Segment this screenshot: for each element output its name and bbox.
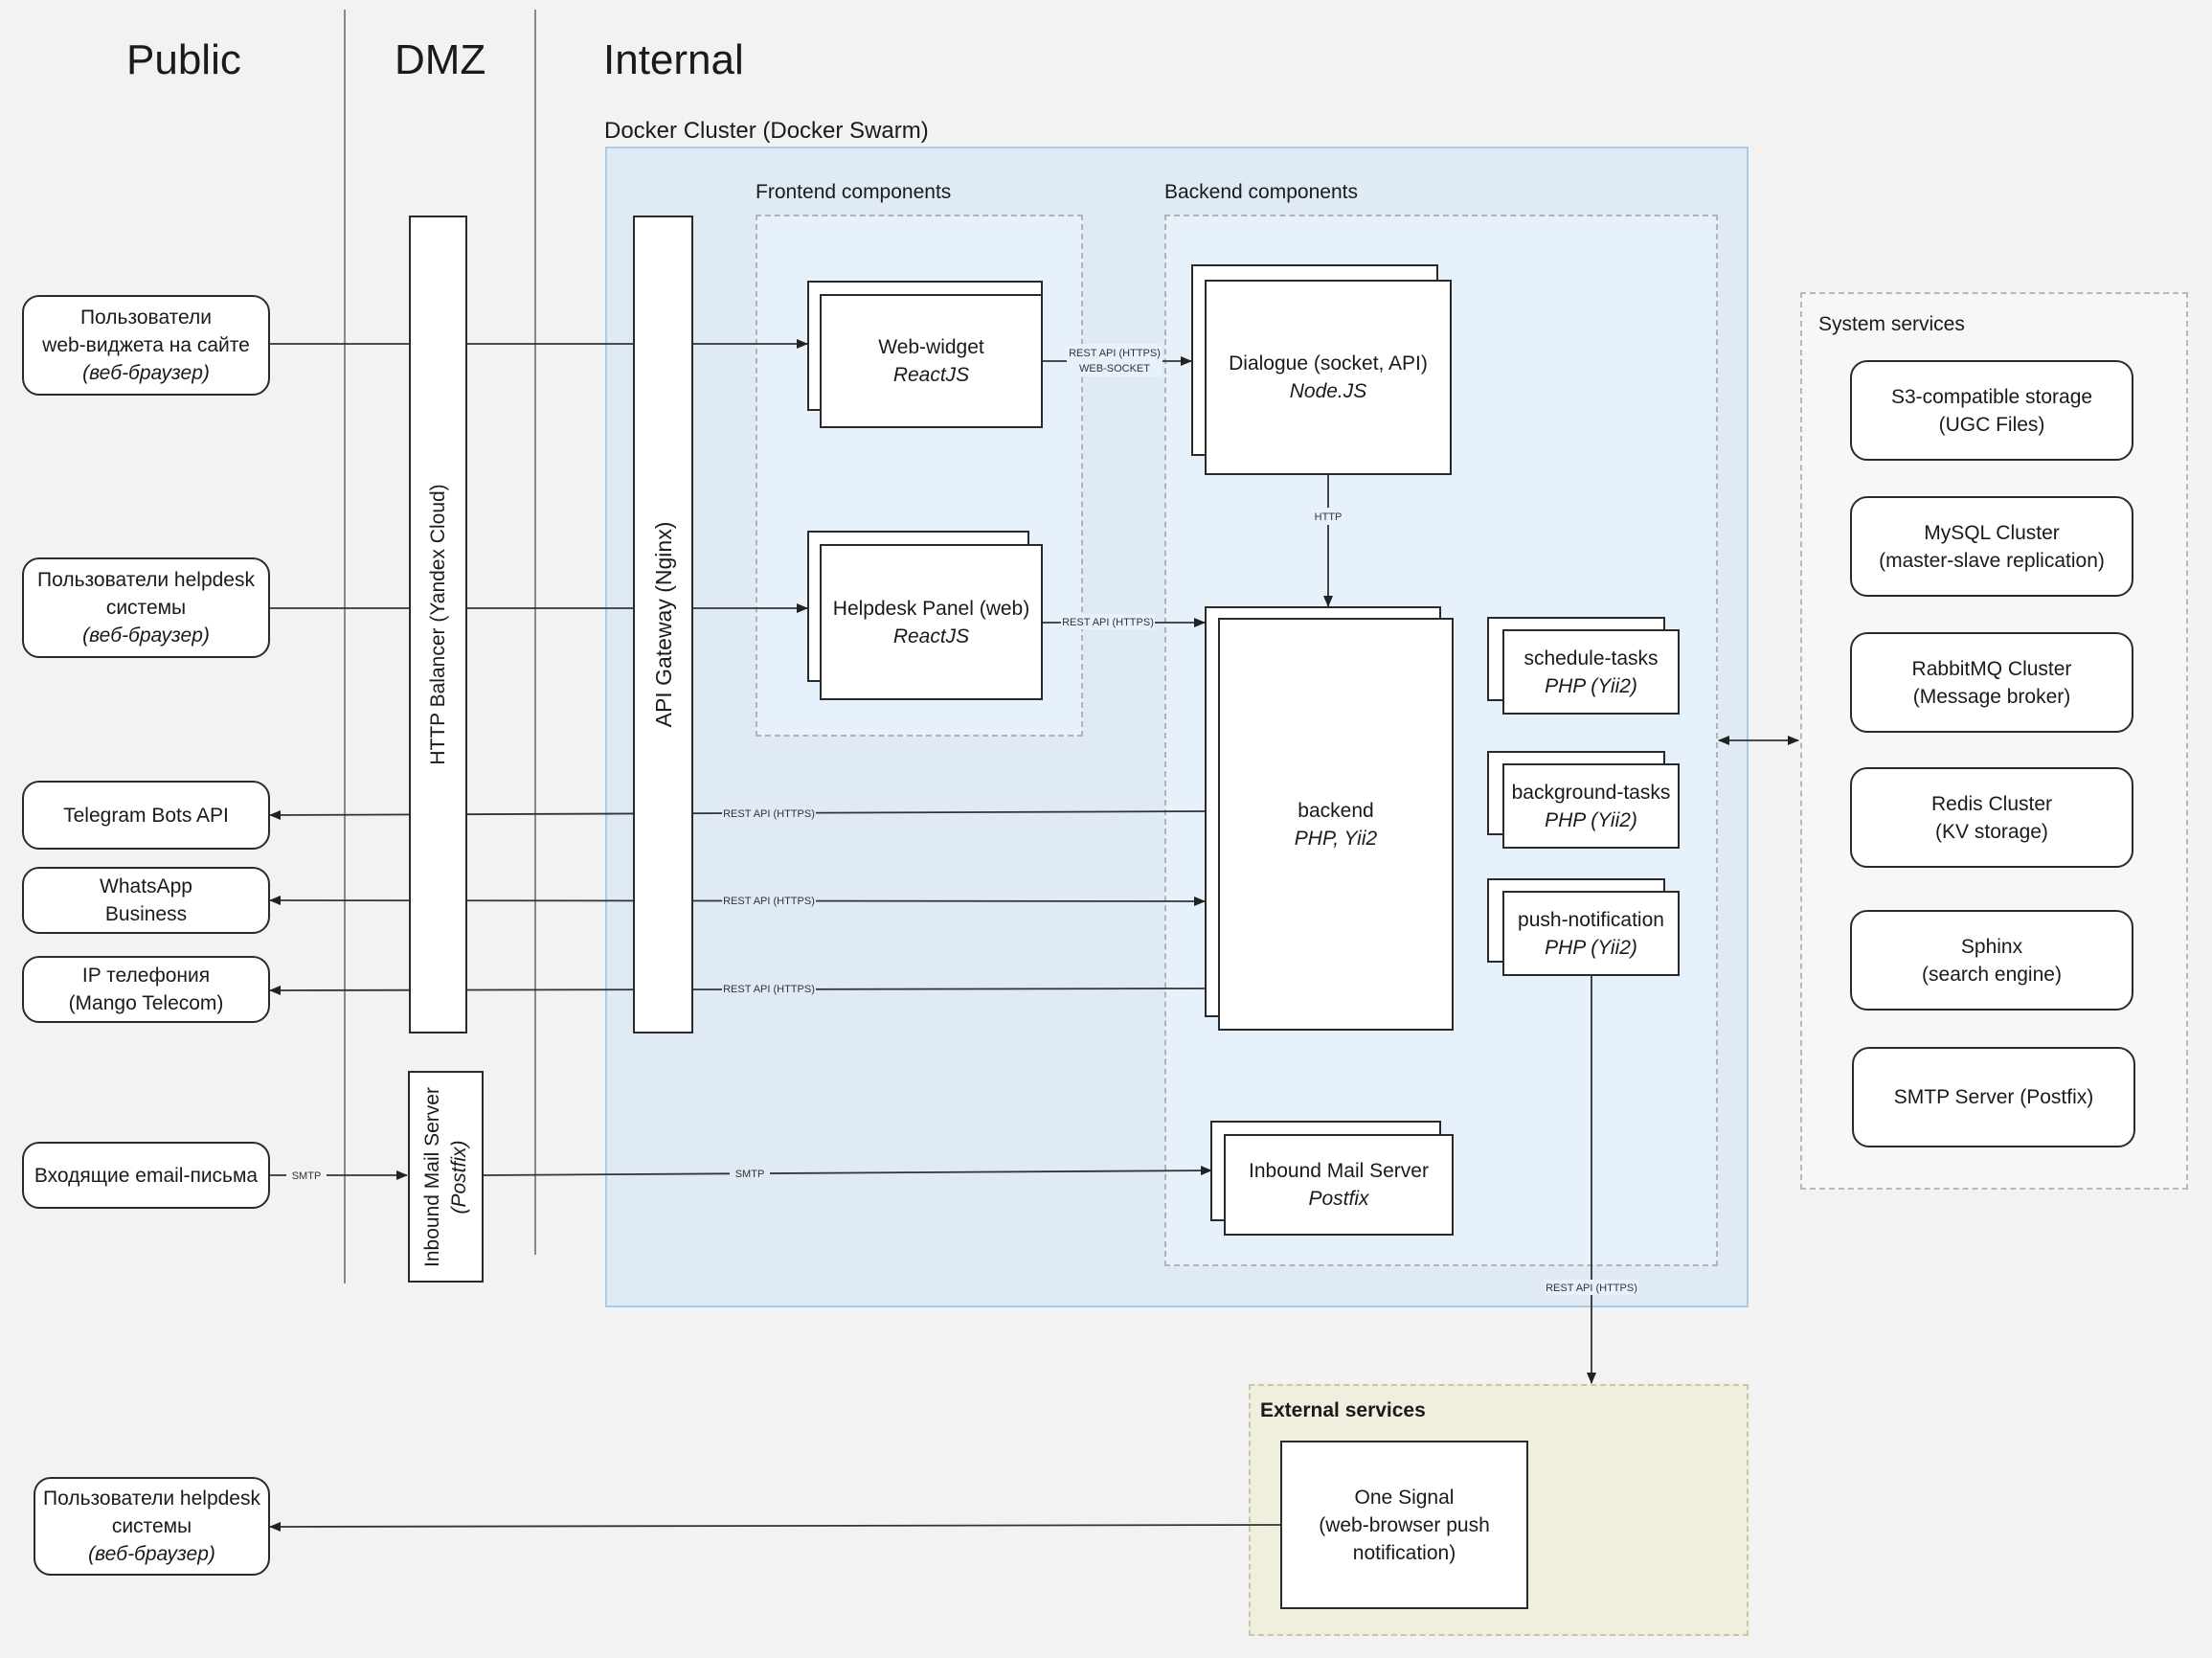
node-line2: (Message broker) xyxy=(1912,685,2071,708)
dmz-mail-server-label: Inbound Mail Server (Postfix) xyxy=(419,1087,473,1267)
web-widget-node[interactable]: Web-widget ReactJS xyxy=(820,294,1043,428)
zone-public-title: Public xyxy=(126,36,241,83)
helpdesk-users-node[interactable]: Пользователи helpdesk системы (веб-брауз… xyxy=(22,557,270,658)
incoming-email-node[interactable]: Входящие email-письма xyxy=(22,1142,270,1209)
whatsapp-node[interactable]: WhatsApp Business xyxy=(22,867,270,934)
node-name: Inbound Mail Server xyxy=(1249,1160,1429,1182)
node-line2: (master-slave replication) xyxy=(1879,549,2105,572)
http-balancer-label: HTTP Balancer (Yandex Cloud) xyxy=(426,484,449,765)
node-line2: (search engine) xyxy=(1922,963,2062,986)
node-note: (веб-браузер) xyxy=(88,1543,215,1565)
dialogue-node[interactable]: Dialogue (socket, API) Node.JS xyxy=(1205,280,1452,475)
node-tech: Postfix xyxy=(1308,1188,1369,1210)
node-name: schedule-tasks xyxy=(1524,647,1659,670)
label-rest-whatsapp: REST API (HTTPS) xyxy=(723,896,815,907)
node-tech: PHP (Yii2) xyxy=(1545,674,1637,697)
label-rest-widget: REST API (HTTPS) xyxy=(1069,348,1161,359)
api-gateway[interactable]: API Gateway (Nginx) xyxy=(633,216,693,1033)
s3-storage-node[interactable]: S3-compatible storage (UGC Files) xyxy=(1850,360,2133,461)
node-tech: ReactJS xyxy=(892,625,970,647)
external-services-title: External services xyxy=(1260,1399,1426,1421)
node-line1: Пользователи helpdesk xyxy=(43,1488,260,1510)
public-dmz-separator xyxy=(344,10,346,1283)
label-rest-telegram: REST API (HTTPS) xyxy=(723,808,815,820)
rabbitmq-cluster-node[interactable]: RabbitMQ Cluster (Message broker) xyxy=(1850,632,2133,733)
web-widget-users-node[interactable]: Пользователи web-виджета на сайте (веб-б… xyxy=(22,295,270,396)
node-name: Dialogue (socket, API) xyxy=(1229,352,1428,375)
mysql-cluster-node[interactable]: MySQL Cluster (master-slave replication) xyxy=(1850,496,2133,597)
node-line1: MySQL Cluster xyxy=(1924,521,2060,544)
node-line2: системы xyxy=(111,1515,192,1537)
node-name: backend xyxy=(1298,799,1374,822)
node-line1: WhatsApp xyxy=(100,875,192,897)
node-line2: Business xyxy=(104,903,188,925)
node-line1: Telegram Bots API xyxy=(63,804,229,827)
node-note: (веб-браузер) xyxy=(82,625,210,647)
node-line1: IP телефония xyxy=(81,965,211,987)
push-notification-node[interactable]: push-notification PHP (Yii2) xyxy=(1502,891,1680,976)
label-websocket: WEB-SOCKET xyxy=(1079,363,1150,375)
node-line1: One Signal xyxy=(1354,1486,1455,1509)
node-line1: Входящие email-письма xyxy=(34,1164,259,1187)
edge-onesignal-to-users xyxy=(269,1521,1281,1532)
api-gateway-label: API Gateway (Nginx) xyxy=(650,521,676,728)
node-line2: (KV storage) xyxy=(1935,820,2048,843)
label-rest-ip: REST API (HTTPS) xyxy=(723,984,815,995)
node-line1: Пользователи helpdesk xyxy=(37,569,255,591)
dmz-mail-server[interactable]: Inbound Mail Server (Postfix) xyxy=(408,1071,484,1283)
one-signal-node[interactable]: One Signal (web-browser push notificatio… xyxy=(1280,1441,1528,1609)
node-line2: (web-browser push xyxy=(1319,1513,1490,1536)
system-services-title: System services xyxy=(1818,313,1965,335)
cluster-title: Docker Cluster (Docker Swarm) xyxy=(604,118,929,144)
label-rest-push: REST API (HTTPS) xyxy=(1546,1283,1637,1294)
node-line1: S3-compatible storage xyxy=(1890,385,2093,408)
frontend-group-title: Frontend components xyxy=(756,181,952,203)
zone-internal-title: Internal xyxy=(603,36,744,83)
ip-phone-node[interactable]: IP телефония (Mango Telecom) xyxy=(22,956,270,1023)
schedule-tasks-node[interactable]: schedule-tasks PHP (Yii2) xyxy=(1502,629,1680,715)
zone-dmz-title: DMZ xyxy=(395,36,486,83)
backend-node[interactable]: backend PHP, Yii2 xyxy=(1218,618,1454,1031)
node-line2: web-виджета на сайте xyxy=(42,334,250,356)
node-tech: PHP, Yii2 xyxy=(1294,827,1378,850)
node-tech: ReactJS xyxy=(892,364,970,386)
label-smtp-internal: SMTP xyxy=(735,1169,765,1180)
node-name: push-notification xyxy=(1518,908,1664,931)
node-line1: RabbitMQ Cluster xyxy=(1911,657,2072,680)
node-line2: (UGC Files) xyxy=(1938,413,2045,436)
node-line2: (Mango Telecom) xyxy=(68,992,224,1014)
telegram-node[interactable]: Telegram Bots API xyxy=(22,781,270,850)
dmz-mail-server-tech: (Postfix) xyxy=(447,1140,470,1215)
node-name: Helpdesk Panel (web) xyxy=(832,597,1030,620)
node-tech: Node.JS xyxy=(1289,380,1367,402)
helpdesk-users-bottom-node[interactable]: Пользователи helpdesk системы (веб-брауз… xyxy=(34,1477,270,1576)
node-tech: PHP (Yii2) xyxy=(1545,936,1637,959)
backend-group-title: Backend components xyxy=(1164,181,1358,203)
smtp-server-node[interactable]: SMTP Server (Postfix) xyxy=(1852,1047,2135,1147)
helpdesk-panel-node[interactable]: Helpdesk Panel (web) ReactJS xyxy=(820,544,1043,700)
node-line1: Sphinx xyxy=(1960,935,2023,958)
background-tasks-node[interactable]: background-tasks PHP (Yii2) xyxy=(1502,763,1680,849)
http-balancer[interactable]: HTTP Balancer (Yandex Cloud) xyxy=(409,216,467,1033)
node-line1: Пользователи xyxy=(79,307,213,329)
dmz-internal-separator xyxy=(534,10,536,1255)
label-rest-panel: REST API (HTTPS) xyxy=(1062,617,1154,628)
sphinx-node[interactable]: Sphinx (search engine) xyxy=(1850,910,2133,1011)
node-line1: SMTP Server (Postfix) xyxy=(1893,1086,2094,1108)
dmz-mail-server-name: Inbound Mail Server xyxy=(420,1086,443,1267)
node-note: (веб-браузер) xyxy=(82,362,210,384)
edge-mail-to-inbound xyxy=(483,1166,1212,1176)
node-line1: Redis Cluster xyxy=(1930,792,2053,815)
node-line3: notification) xyxy=(1352,1541,1456,1564)
label-smtp-email: SMTP xyxy=(292,1170,322,1182)
node-line2: системы xyxy=(105,597,187,619)
label-http: HTTP xyxy=(1315,511,1343,523)
node-name: Web-widget xyxy=(878,336,984,358)
node-tech: PHP (Yii2) xyxy=(1545,808,1637,831)
node-name: background-tasks xyxy=(1511,781,1671,804)
inbound-mail-node[interactable]: Inbound Mail Server Postfix xyxy=(1224,1134,1454,1236)
redis-cluster-node[interactable]: Redis Cluster (KV storage) xyxy=(1850,767,2133,868)
